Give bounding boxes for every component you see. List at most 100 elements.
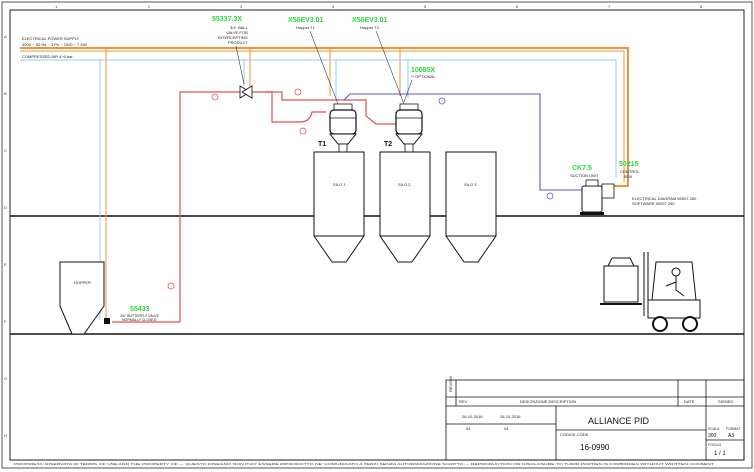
power-line [20,47,629,322]
drawing-title: ALLIANCE PID [588,416,650,426]
valve-tag-desc-1: 3/4" BALL [230,25,249,30]
tb-scale-label: SCALA [708,427,720,431]
silo-1-label: SILO 1 [333,182,346,187]
suction-unit-top [585,179,599,187]
forklift-wheel-front [652,316,668,332]
silo-2-shape [379,151,431,263]
vacuum-main [412,93,586,191]
bottom-valve-tag-code: 55433 [130,306,150,313]
tb-format: A3 [728,433,734,439]
t1-neck [338,143,348,153]
valve-tag-desc-2: VALVE FOR [226,30,248,35]
power-supply-label: ELECTRICAL POWER SUPPLY [22,36,80,41]
feed-hopper[interactable] [59,261,105,335]
col-number: 6 [516,4,519,9]
ball-valve-55337[interactable] [239,85,253,99]
tb-date-label: DATE [684,399,695,404]
tb-review: REVIEW [448,376,453,392]
tb-rev: REV [459,399,468,404]
silo-1[interactable] [313,151,365,263]
t2-label: T2 [384,141,392,148]
row-letter: H [4,433,7,438]
valve-tag-code: 55337.3X [212,16,242,23]
vacuum-from-t1 [343,93,412,101]
suction-unit-base [580,212,604,215]
border-row-letters: A B C D E F G H [4,34,7,438]
valve-leader [235,45,245,85]
control-tag-code: 50215 [619,161,639,168]
bottom-valve-tag-desc-2: NORMALLY CLOSED [122,318,157,322]
tb-signed-label: SIGNED [718,399,733,404]
silo-3-shape [445,151,497,263]
valve-tag-desc-3: INTERCEPTING [218,35,248,40]
forklift-icon [600,252,701,332]
silo-2-label: SILO 2 [398,182,411,187]
tb-num-1: 04 [466,426,471,431]
silo-2[interactable] [379,151,431,263]
title-block [445,379,745,461]
inline-valves-vacuum [438,97,554,200]
hopper2-tag-desc: Hopper T2 [360,25,380,30]
forklift-body [647,299,701,319]
optional-tag-code: 10085X [411,67,435,74]
col-number: 4 [332,4,335,9]
inner-frame [9,9,745,461]
t2-neck [404,143,414,153]
t2-body [395,109,423,135]
col-number: 3 [240,4,243,9]
tb-sheet: 1 / 1 [714,451,726,457]
row-letter: D [4,205,7,210]
silo-3-label: SILO 3 [464,182,477,187]
inline-valves [167,88,307,290]
hopper1-leader [309,30,339,105]
bottom-valve-tag-desc-1: 3/4" BUTTERFLY VALVE [120,314,160,318]
power-main-run [20,47,629,187]
power-double-run [20,50,625,182]
title-block-frame [445,379,745,461]
big-bag [603,265,639,303]
valve-symbol [211,93,219,101]
hopper-loader-t1[interactable] [328,103,358,153]
driver-head [671,267,681,277]
col-number: 5 [424,4,427,9]
power-supply-spec: 400V ~ 50 Hz ~ 3 Ph ~ GND ~ 7 KW [22,42,87,47]
electrical-note-2: SOFTWARE 50007.260 [632,201,675,206]
col-number: 1 [55,4,58,9]
tb-sheet-label: FOGLIO [708,443,722,447]
control-tag-desc-1: CONTROL [620,169,640,174]
t1-body [329,109,357,135]
t1-label: T1 [318,141,326,148]
big-bag-straps [607,257,635,267]
row-letter: G [4,376,7,381]
forklift-cab [651,261,697,301]
ball-valve-symbol-b [241,85,253,99]
tb-date-1: 26-10-2016 [462,414,483,419]
col-number: 2 [148,4,151,9]
tb-date-2: 26-10-2016 [500,414,521,419]
control-box[interactable] [601,183,615,199]
product-to-t1 [248,91,326,123]
valve-symbol [294,88,302,96]
forklift-wheel-rear [682,316,698,332]
product-line [112,91,397,323]
driver-body [665,276,685,297]
row-letter: E [4,262,7,267]
valve-symbol [299,127,307,135]
silo-3[interactable] [445,151,497,263]
suction-tag-desc: SUCTION UNIT [570,173,599,178]
optional-leader [403,79,413,103]
row-letter: C [4,148,7,153]
tb-scale: 300 [708,433,717,439]
tb-code-label: CODICE-CODE [560,432,589,437]
hopper-loader-t2[interactable] [394,103,424,153]
butterfly-valve[interactable] [104,318,110,324]
electrical-note-1: ELECTRICAL DIAGRAM 50007.260 [632,196,697,201]
row-letter: F [4,319,7,324]
vacuum-line [343,93,586,191]
row-letter: B [4,91,7,96]
suction-tag-code: CK7.5 [572,165,592,172]
suction-unit[interactable] [580,179,604,215]
forklift-mast [643,252,649,316]
